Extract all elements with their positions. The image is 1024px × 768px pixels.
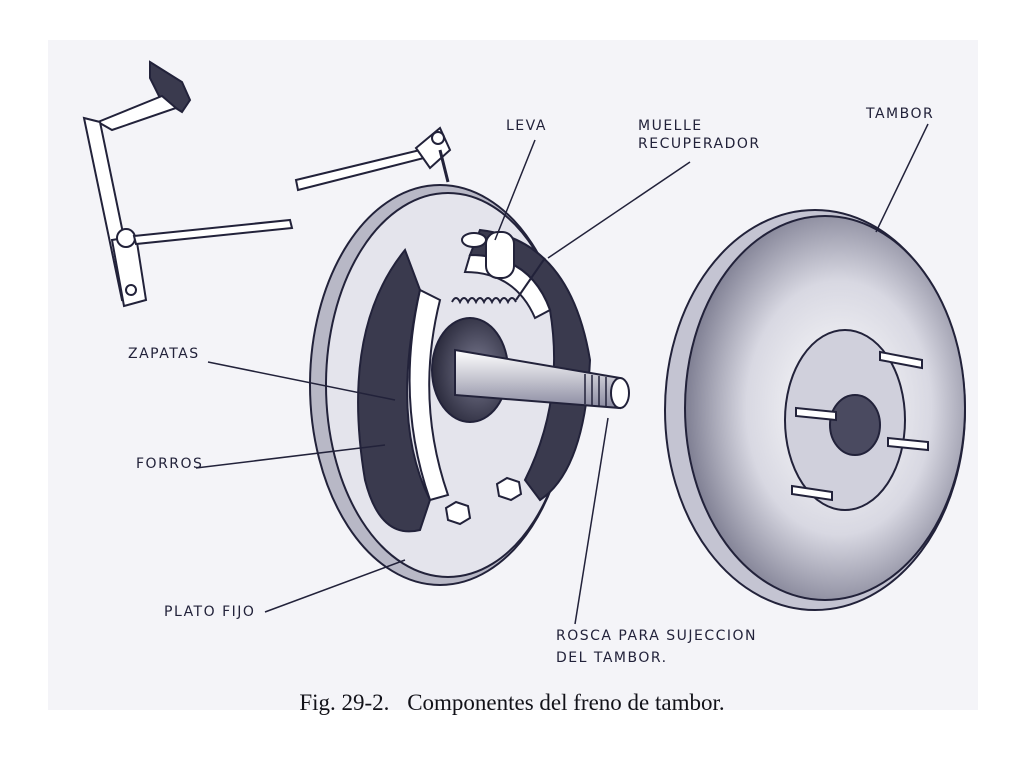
figure-number: Fig. 29-2. <box>299 690 390 715</box>
pedal-lever <box>82 60 192 308</box>
label-leva: LEVA <box>506 118 547 134</box>
label-rosca: ROSCA PARA SUJECCION <box>556 628 758 644</box>
label-zapatas: ZAPATAS <box>128 346 200 362</box>
label-forros: FORROS <box>136 456 204 472</box>
leader-lines <box>195 123 929 625</box>
label-tambor: TAMBOR <box>866 106 935 122</box>
label-recuperador: RECUPERADOR <box>638 136 761 152</box>
figure-caption: Fig. 29-2. Componentes del freno de tamb… <box>0 690 1024 716</box>
label-plato-fijo: PLATO FIJO <box>164 604 256 620</box>
hub-axle <box>431 317 630 423</box>
brake-shoes <box>357 228 592 533</box>
return-spring <box>451 257 546 305</box>
caption-text: Componentes del freno de tambor. <box>407 690 725 715</box>
anchor-nuts <box>444 476 523 526</box>
linkage-rods <box>132 126 452 246</box>
cam <box>461 231 515 279</box>
label-muelle: MUELLE <box>638 118 703 134</box>
label-del-tambor: DEL TAMBOR. <box>556 650 668 666</box>
brake-drum <box>664 209 966 611</box>
